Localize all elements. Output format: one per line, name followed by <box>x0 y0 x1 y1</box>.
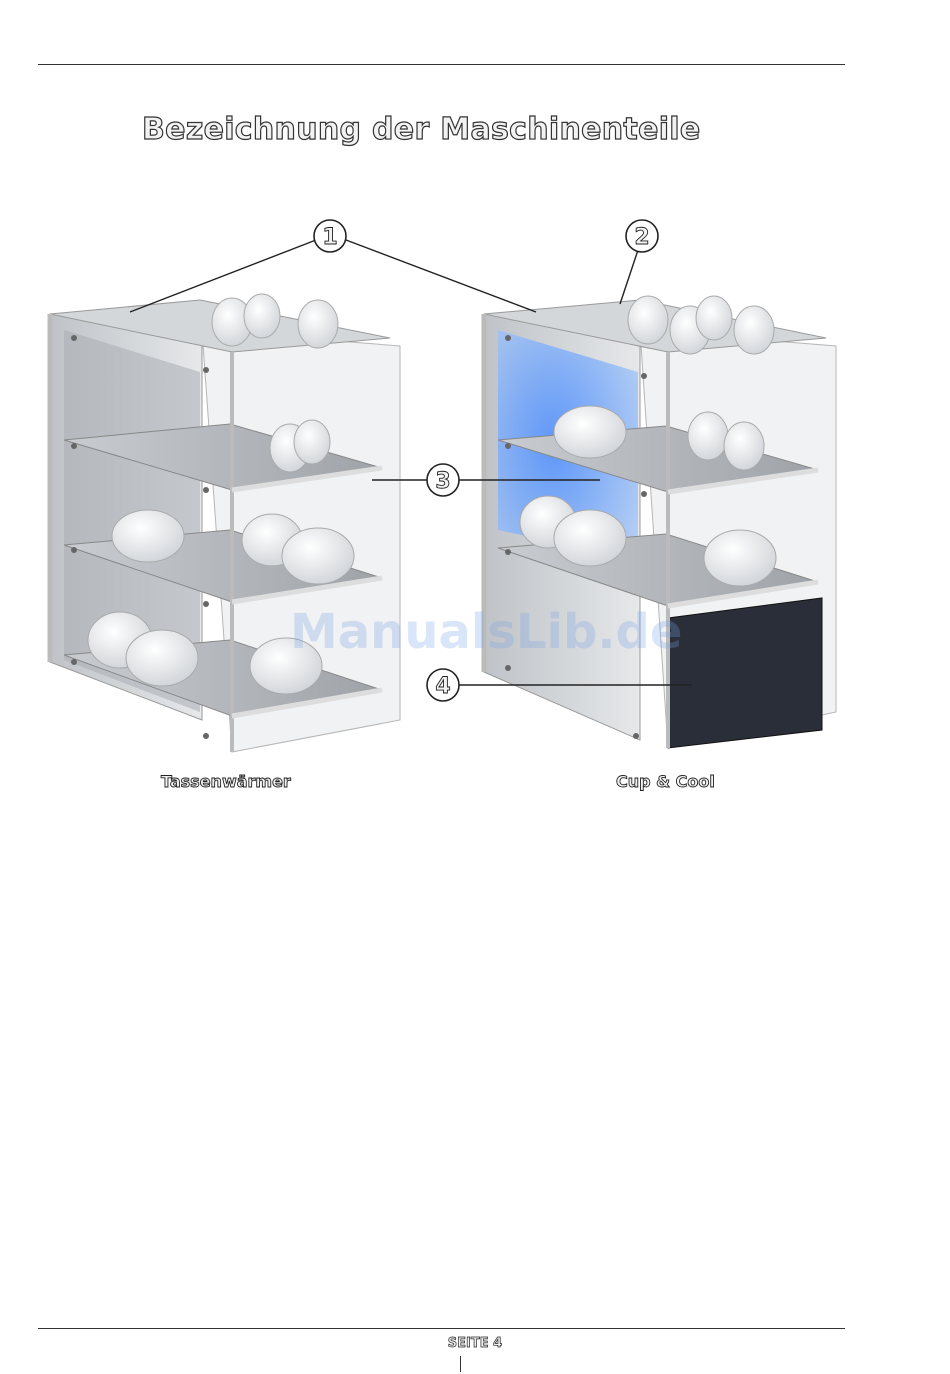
callout-4: 4 <box>427 669 459 701</box>
callout-2: 2 <box>626 220 658 252</box>
machine-parts-figure: 1 2 3 4 <box>0 200 950 760</box>
top-rule <box>38 64 845 65</box>
page-number: SEITE 4 <box>0 1336 950 1351</box>
cup-and-cool-cabinet <box>484 296 836 748</box>
tassenwaermer-cabinet <box>50 294 400 752</box>
watermark: ManualsLib.de <box>290 604 682 660</box>
callout-4-label: 4 <box>435 674 450 699</box>
caption-cup-and-cool: Cup & Cool <box>616 772 715 791</box>
callout-1-label: 1 <box>322 225 337 250</box>
footer-tick <box>460 1356 461 1372</box>
callout-1: 1 <box>314 220 346 252</box>
callout-3-label: 3 <box>435 469 450 494</box>
caption-tassenwaermer: Tassenwärmer <box>161 772 291 791</box>
callout-3: 3 <box>427 464 459 496</box>
callout-2-label: 2 <box>634 225 649 250</box>
page-title: Bezeichnung der Maschinenteile <box>142 112 701 147</box>
bottom-rule <box>38 1328 845 1329</box>
